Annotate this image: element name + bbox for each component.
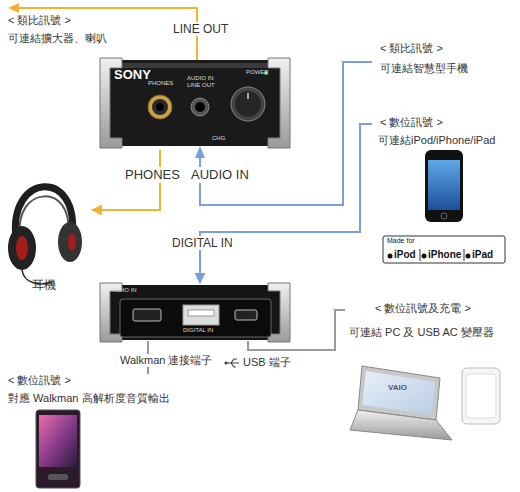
signal-heading: < 數位訊號 > [380,116,443,129]
laptop-screen [362,371,435,415]
badge-divider [464,249,465,261]
panel-marking: POWER [246,69,269,76]
usb-symbol [224,361,227,364]
port-name: PHONES [123,167,182,183]
usb-ac-adapter [466,374,496,418]
brand-logo: VAIO [388,383,407,393]
signal-wire [200,124,372,283]
signal-wire [248,310,345,350]
device-caption: 耳機 [32,278,56,292]
pc-and-adapter: < 數位訊號及充電 > 可連結 PC 及 USB AC 變壓器 [345,302,515,452]
signal-heading: < 類比訊號 > [380,42,443,55]
badge-text: Made for [387,237,415,245]
port-marking: AUDIO IN [110,287,137,294]
port-name: AUDIO IN [189,167,251,183]
ear-cup [58,222,82,262]
phones-jack [148,95,172,119]
ear-cup-accent [16,236,28,260]
amp-rear-unit: AUDIO IN DIGITAL IN [100,283,290,341]
apple-logo [388,254,393,259]
badge-divider [420,249,421,261]
walkman-screen [39,415,77,467]
port-marking: LINE OUT [187,82,215,89]
port-marking: AUDIO IN [187,75,214,82]
iphone [425,150,463,222]
volume-knob [235,91,261,117]
walkman-button [48,474,68,480]
arrow-head [8,3,19,13]
panel-marking: CHG [212,135,225,142]
apple-logo [466,254,471,259]
port-name: Walkman 連接端子 [118,354,215,367]
badge-frame [383,236,505,263]
line-jack [191,98,209,116]
signal-heading: < 數位訊號及充電 > [375,302,471,315]
signal-heading: < 數位訊號 > [8,374,71,387]
walkman-port [133,309,161,321]
walkman: < 數位訊號 > 對應 Walkman 高解析度音質輸出 [4,374,244,490]
signal-description: 對應 Walkman 高解析度音質輸出 [8,392,170,405]
arrow-head [195,146,205,158]
usb-ac-adapter [462,368,500,424]
port-name: DIGITAL IN [170,236,235,250]
ipod-iphone-ipad: < 數位訊號 > 可連結iPod/iPhone/iPad [372,116,512,222]
phones-jack [152,99,168,115]
port-marking: PHONES [148,80,173,87]
line-jack [195,102,205,112]
knob-mark [247,93,249,99]
volume-knob [231,87,265,121]
usb-a-port [188,310,214,316]
amp-body [108,285,282,340]
signal-description: 可連結擴大器、喇叭 [8,32,107,45]
port-marking: DIGITAL IN [183,327,213,334]
brand-logo: SONY [114,67,151,83]
home-button [441,213,447,219]
made-for-badge: Made for iPod iPhone iPad [383,236,505,263]
port-panel [120,299,271,337]
micro-usb-port [235,310,257,320]
usb-symbol [226,359,239,367]
amp-bumper [268,58,290,148]
phones-jack [156,103,164,111]
signal-heading: < 類比訊號 > [8,14,71,27]
badge-text: iPhone [428,249,461,261]
ear-cup [8,226,36,270]
badge-text: iPad [472,249,493,261]
laptop-base [350,410,452,440]
headphones: 耳機 [0,168,92,296]
signal-description: 可連結 PC 及 USB AC 變壓器 [349,326,494,339]
iphone-screen [428,160,460,210]
signal-description: 可連結iPod/iPhone/iPad [378,134,495,147]
apple-logo [422,254,427,259]
port-name: LINE OUT [171,22,230,36]
badge-text: iPod [394,249,416,261]
amp-body [108,60,282,146]
walkman [36,410,80,488]
ear-cup-accent [68,233,76,251]
amp-front-unit: SONYPHONES AUDIO INLINE OUT POWER CHG [100,55,290,150]
port-name: USB 端子 [241,356,293,369]
signal-description: 可連結智慧型手機 [378,62,470,75]
usb-a-port [183,305,219,325]
